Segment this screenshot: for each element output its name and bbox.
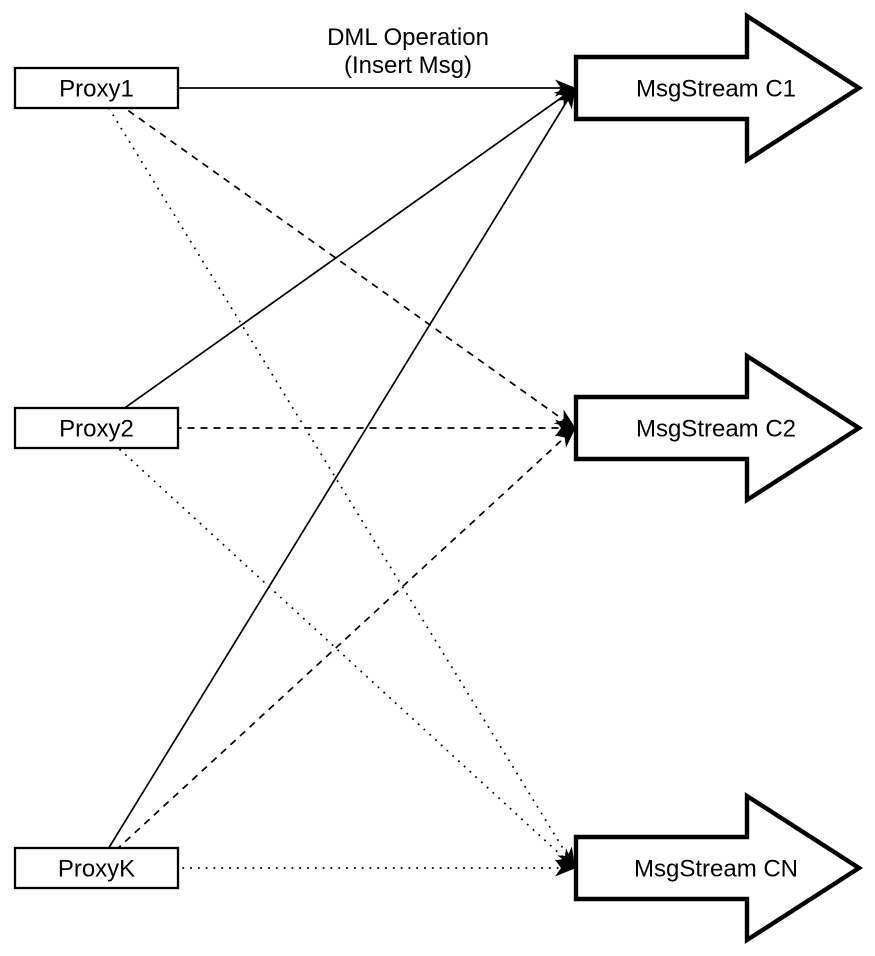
msgstream-c2-arrow-shape	[573, 351, 864, 505]
proxy2-box	[13, 406, 180, 450]
edge-proxyk-msgstream-c2	[95, 427, 576, 869]
proxyk-label: ProxyK	[58, 856, 135, 883]
node-proxyk: ProxyK	[13, 846, 180, 890]
edge-label-line2: (Insert Msg)	[344, 52, 472, 79]
proxy1-box	[13, 66, 180, 110]
edge-proxy1-msgstream-c2	[96, 87, 576, 429]
msgstream-cn-label: MsgStream CN	[634, 856, 798, 883]
msgstream-c1-label: MsgStream C1	[636, 76, 796, 103]
node-msgstream-cn: MsgStream CN	[573, 791, 864, 945]
proxy2-label: Proxy2	[59, 416, 134, 443]
proxyk-box	[13, 846, 180, 890]
node-proxy2: Proxy2	[13, 406, 180, 450]
node-proxy1: Proxy1	[13, 66, 180, 110]
node-msgstream-c2: MsgStream C2	[573, 351, 864, 505]
edge-proxyk-msgstream-c1	[95, 87, 576, 869]
msgstream-c2-label: MsgStream C2	[636, 416, 796, 443]
edge-label-line1: DML Operation	[327, 24, 489, 51]
msgstream-cn-arrow-shape	[573, 791, 864, 945]
msgstream-c1-arrow-shape	[573, 11, 864, 165]
node-msgstream-c1: MsgStream C1	[573, 11, 864, 165]
edge-proxy2-msgstream-c1	[96, 87, 576, 429]
proxy1-label: Proxy1	[59, 76, 134, 103]
edge-label-dml-operation: DML Operation (Insert Msg)	[327, 24, 489, 79]
